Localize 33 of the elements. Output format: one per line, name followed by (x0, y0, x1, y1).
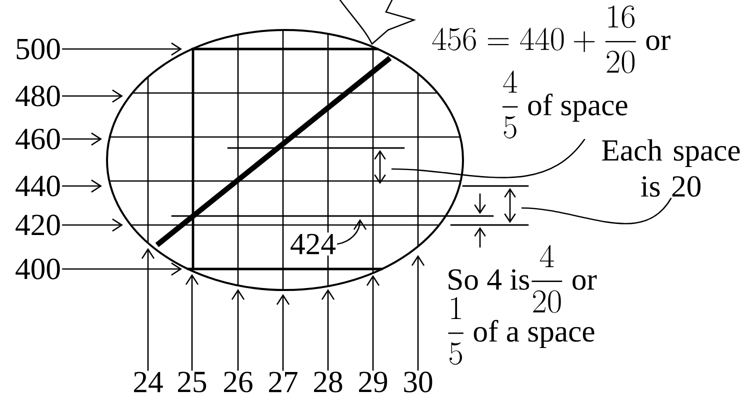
axis-label: 420 (16, 214, 60, 236)
axis-label: 27 (269, 372, 298, 392)
arrow (62, 132, 102, 146)
arrow (336, 219, 367, 245)
note-text: Each space is 20 (602, 139, 740, 197)
formula-text: $\text{So 4 is}\frac{4}{20}\text{ or}$ $\frac{1}{5}\text{ of a space}$ (448, 244, 597, 365)
axis-label: 25 (178, 372, 206, 392)
leader-line (391, 138, 586, 178)
arrow (276, 294, 290, 371)
axis-label: 480 (16, 86, 60, 106)
axis-label: 26 (224, 372, 252, 392)
axis-label: 30 (404, 372, 432, 392)
value-label: 424 (288, 232, 338, 256)
arrow (411, 255, 425, 371)
arrow (185, 274, 199, 371)
arrow (321, 289, 335, 371)
axis-label: 440 (16, 176, 60, 196)
arrow (141, 248, 155, 371)
arrow (231, 289, 245, 371)
formula-text: $456 = 440 + \frac{16}{20}\text{ or}$ $\frac{4}{5}\text{ of space}$ (432, 6, 670, 138)
arrow (62, 179, 102, 193)
axis-label: 29 (359, 372, 388, 392)
axis-label: 400 (16, 258, 60, 280)
arrow (62, 262, 182, 276)
arrow (62, 218, 123, 232)
axis-label: 500 (16, 38, 60, 60)
axis-label: 24 (134, 372, 163, 392)
leader-line (521, 198, 672, 224)
arrow (366, 275, 380, 371)
axis-label: 28 (314, 372, 342, 392)
arrow (62, 89, 123, 103)
arrow (62, 42, 182, 56)
axis-label: 460 (16, 128, 60, 150)
